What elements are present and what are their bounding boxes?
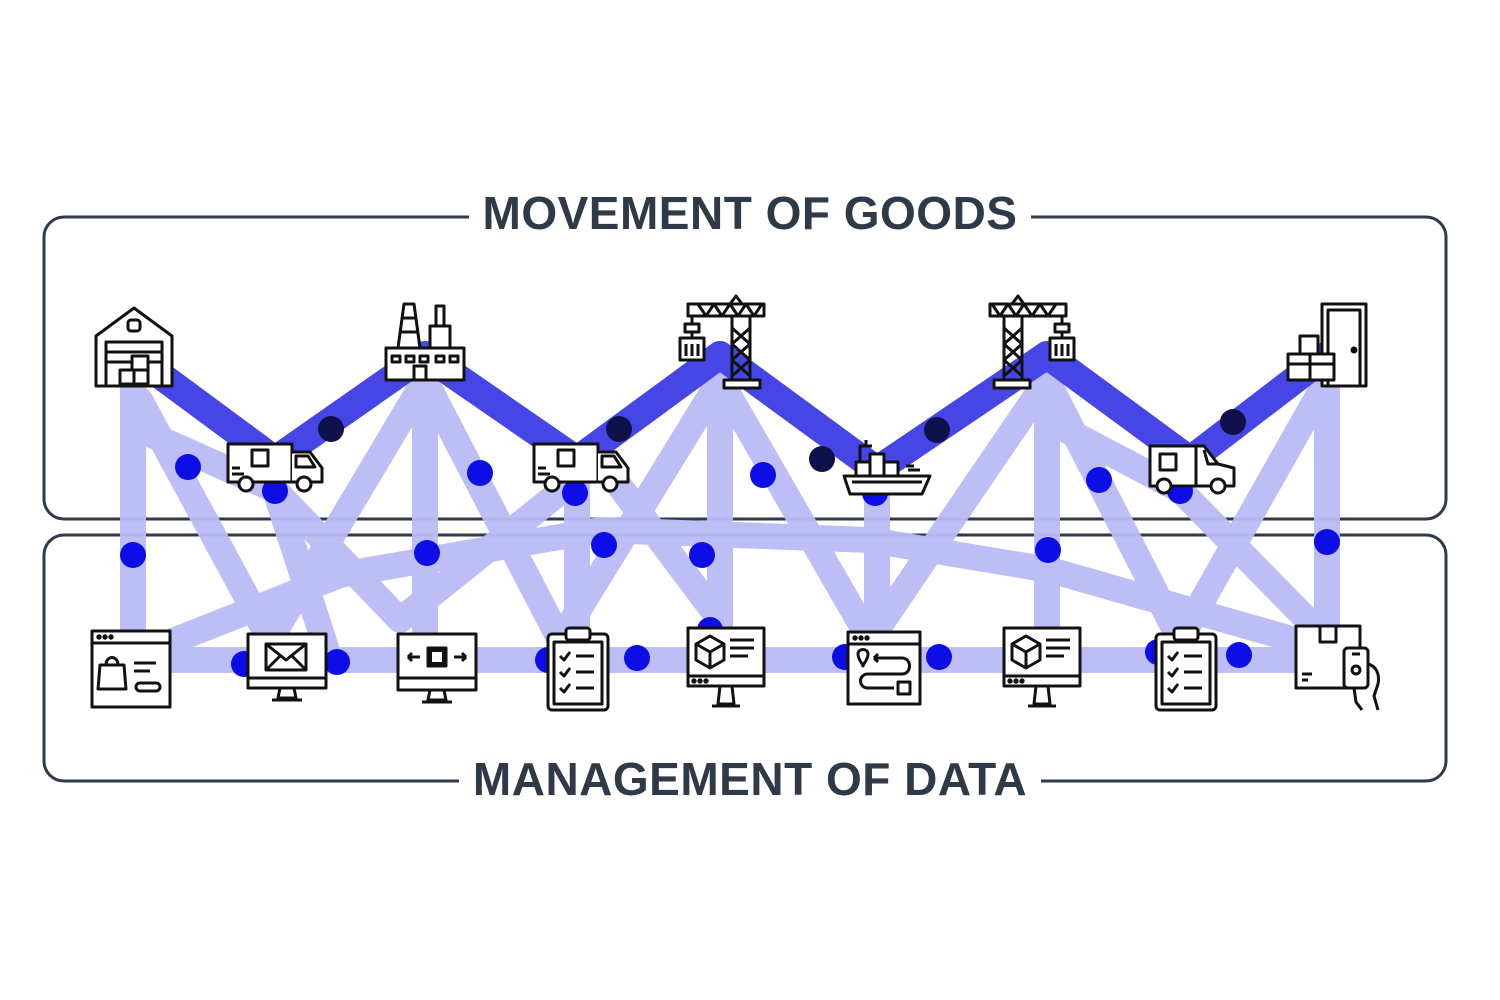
data-icons [90,624,1381,712]
node-dot [591,532,617,558]
route-map-icon [846,630,922,706]
node-dot [1314,529,1340,555]
node-dot [1226,642,1252,668]
warehouse-icon [94,306,174,388]
checklist-icon [1154,626,1218,712]
node-dot [689,542,715,568]
node-dot [262,478,288,504]
package-tracking-monitor-icon [396,632,478,704]
node-dot [175,454,201,480]
delivery-door-icon [1286,302,1368,388]
node-dot [926,644,952,670]
node-dot [120,542,146,568]
node-dot [562,480,588,506]
node-dot [324,649,350,675]
online-store-icon [90,629,172,709]
email-monitor-icon [246,632,328,702]
node-dot [318,416,344,442]
node-dot [1086,467,1112,493]
inventory-monitor-icon [686,626,766,708]
node-dot [924,417,950,443]
mobile-package-scan-icon [1294,624,1381,712]
node-dot [1035,537,1061,563]
inventory-monitor-icon [1002,626,1082,708]
checklist-icon [546,626,610,712]
node-dot [809,446,835,472]
node-dot [750,462,776,488]
node-dot [624,645,650,671]
goods-path-nodes [318,409,1246,472]
node-dot [606,416,632,442]
node-dot [1220,409,1246,435]
node-dot [414,540,440,566]
node-dot [467,460,493,486]
